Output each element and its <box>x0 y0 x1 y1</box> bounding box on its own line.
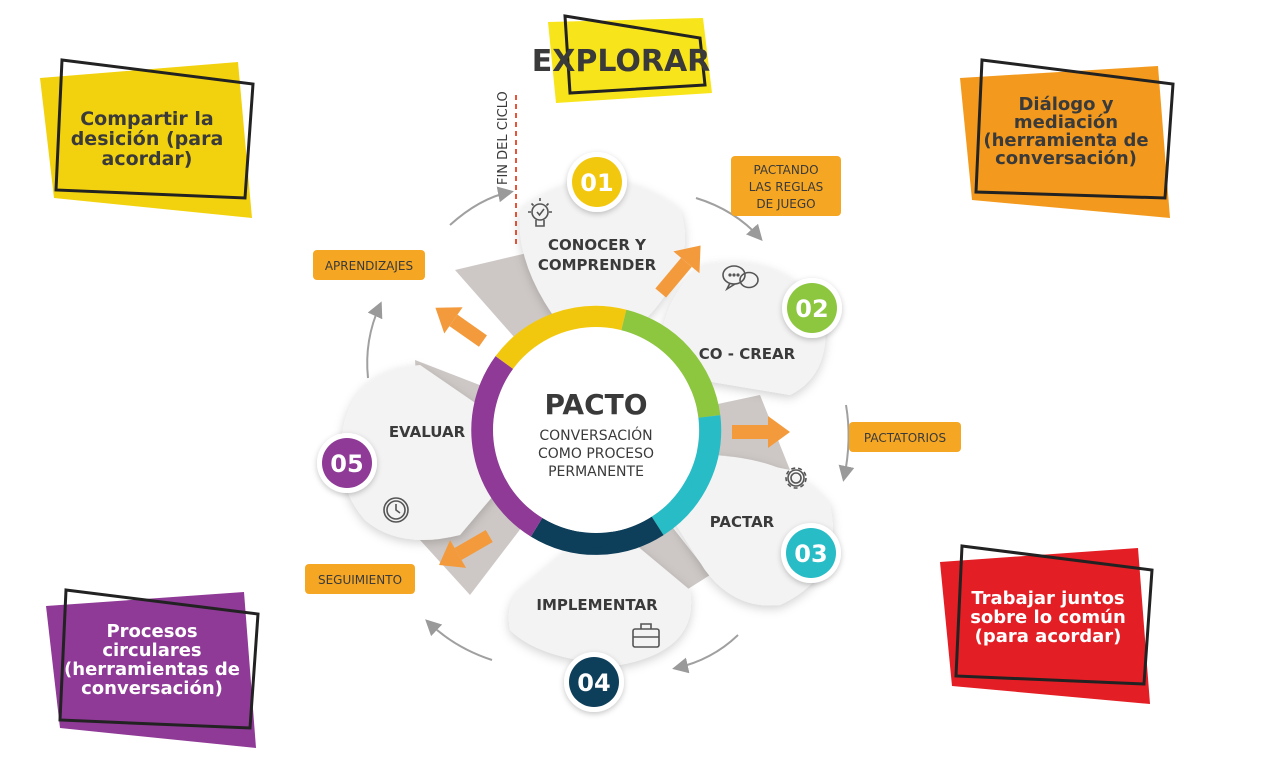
tag-seguimiento: SEGUIMIENTO <box>305 564 415 594</box>
center-line-3: PERMANENTE <box>548 464 644 480</box>
corner-bottom-left-line-2: circulares <box>102 640 201 661</box>
badge-05-number: 05 <box>330 450 363 478</box>
step-badges: 01 02 03 04 05 <box>317 152 842 712</box>
cycle-arrow-top-left <box>449 186 514 226</box>
corner-bottom-left-line-1: Procesos <box>106 621 197 642</box>
fin-del-ciclo: FIN DEL CICLO <box>496 91 517 245</box>
corner-top-left: Compartir la desición (para acordar) <box>40 58 255 218</box>
explorar-highlight <box>548 18 712 103</box>
corner-bottom-right-frame <box>954 544 1154 686</box>
corner-bottom-left-line-4: conversación) <box>81 678 223 699</box>
arrow-to-pactando <box>655 245 701 298</box>
tag-aprendizajes: APRENDIZAJES <box>313 250 425 280</box>
tag-seguimiento-text: SEGUIMIENTO <box>318 573 402 587</box>
center-title: PACTO <box>544 388 647 421</box>
corner-bottom-right-line-3: (para acordar) <box>975 626 1122 647</box>
petal-02 <box>660 262 826 395</box>
corner-top-left-frame <box>54 58 255 200</box>
badge-01: 01 <box>567 152 627 212</box>
corner-top-left-line-2: desición (para <box>71 128 224 150</box>
tag-pactando-line-2: LAS REGLAS <box>749 180 824 194</box>
lightbulb-icon <box>528 198 552 227</box>
center-line-1: CONVERSACIÓN <box>539 426 652 444</box>
step-icons <box>383 198 807 648</box>
ring-segment-05 <box>471 356 543 537</box>
corner-bottom-right-line-1: Trabajar juntos <box>971 588 1124 609</box>
explorar-frame <box>563 14 707 95</box>
badge-05: 05 <box>317 433 377 493</box>
central-ring <box>471 305 722 555</box>
explorar-banner: EXPLORAR <box>532 14 712 103</box>
petal-04 <box>508 540 692 665</box>
badge-04: 04 <box>564 652 624 712</box>
step-01-label-line-1: CONOCER Y <box>548 236 647 254</box>
step-05-label: EVALUAR <box>389 423 466 441</box>
corner-bottom-right-line-2: sobre lo común <box>970 607 1126 628</box>
corner-top-left-line-3: acordar) <box>102 148 193 170</box>
petal-05 <box>340 365 515 540</box>
cycle-arrow-bottom-left <box>425 619 493 661</box>
corner-top-right-frame <box>974 58 1175 200</box>
explorar-title: EXPLORAR <box>532 44 711 79</box>
badge-02: 02 <box>782 278 842 338</box>
tag-pactando-line-1: PACTANDO <box>753 163 818 177</box>
tag-pactando: PACTANDO LAS REGLAS DE JUEGO <box>731 156 841 216</box>
fin-del-ciclo-label: FIN DEL CICLO <box>496 91 511 185</box>
corner-bottom-right: Trabajar juntos sobre lo común (para aco… <box>940 544 1154 704</box>
corner-top-right-line-2: mediación <box>1014 112 1118 133</box>
step-01-label-line-2: COMPRENDER <box>538 256 657 274</box>
corner-bottom-left-fill <box>46 592 256 748</box>
ring-segment-03 <box>651 415 722 536</box>
tag-pactatorios: PACTATORIOS <box>849 422 961 452</box>
badge-03-number: 03 <box>794 540 827 568</box>
badge-04-number: 04 <box>577 669 610 697</box>
arrow-to-pactatorios <box>732 416 790 448</box>
center-line-2: COMO PROCESO <box>538 446 654 462</box>
step-02-label: CO - CREAR <box>699 345 796 363</box>
ring-segment-01 <box>495 305 627 370</box>
step-03-label: PACTAR <box>710 513 775 531</box>
corner-top-left-fill <box>40 62 252 218</box>
step-labels: CONOCER Y COMPRENDER CO - CREAR PACTAR I… <box>389 236 796 614</box>
step-04-label: IMPLEMENTAR <box>536 596 658 614</box>
corner-top-right-line-4: conversación) <box>995 148 1137 169</box>
corner-top-right-line-1: Diálogo y <box>1018 94 1113 115</box>
corner-top-right: Diálogo y mediación (herramienta de conv… <box>960 58 1175 218</box>
corner-top-right-line-3: (herramienta de <box>983 130 1148 151</box>
tag-aprendizajes-text: APRENDIZAJES <box>325 259 413 273</box>
corner-top-left-line-1: Compartir la <box>80 108 214 130</box>
orange-arrows <box>435 245 790 568</box>
cycle-arrow-right <box>838 404 855 482</box>
badge-01-number: 01 <box>580 169 613 197</box>
orange-tags: PACTANDO LAS REGLAS DE JUEGO PACTATORIOS… <box>305 156 961 594</box>
ring-segment-02 <box>620 309 721 419</box>
corner-bottom-right-fill <box>940 548 1150 704</box>
tag-pactatorios-text: PACTATORIOS <box>864 431 946 445</box>
center-text: PACTO CONVERSACIÓN COMO PROCESO PERMANEN… <box>538 388 654 480</box>
badge-02-number: 02 <box>795 295 828 323</box>
petal-01 <box>519 180 685 335</box>
gear-icon <box>785 467 807 489</box>
cycle-arrow-bottom-right <box>672 634 739 674</box>
corner-top-right-fill <box>960 66 1170 218</box>
corner-bottom-left-line-3: (herramientas de <box>64 659 240 680</box>
center-disc <box>493 327 699 533</box>
briefcase-icon <box>632 623 660 648</box>
arrow-to-seguimiento <box>439 529 493 568</box>
clock-icon <box>383 497 409 523</box>
cycle-arrow-left <box>366 301 383 379</box>
corner-bottom-left-frame <box>58 588 260 730</box>
chat-bubbles-icon <box>722 265 759 292</box>
cycle-arrows <box>366 186 855 674</box>
badge-03: 03 <box>781 523 841 583</box>
tag-pactando-line-3: DE JUEGO <box>756 197 815 211</box>
corner-bottom-left: Procesos circulares (herramientas de con… <box>46 588 260 748</box>
cycle-arrow-top-right <box>695 197 763 241</box>
arrow-to-aprendizajes <box>435 307 487 347</box>
